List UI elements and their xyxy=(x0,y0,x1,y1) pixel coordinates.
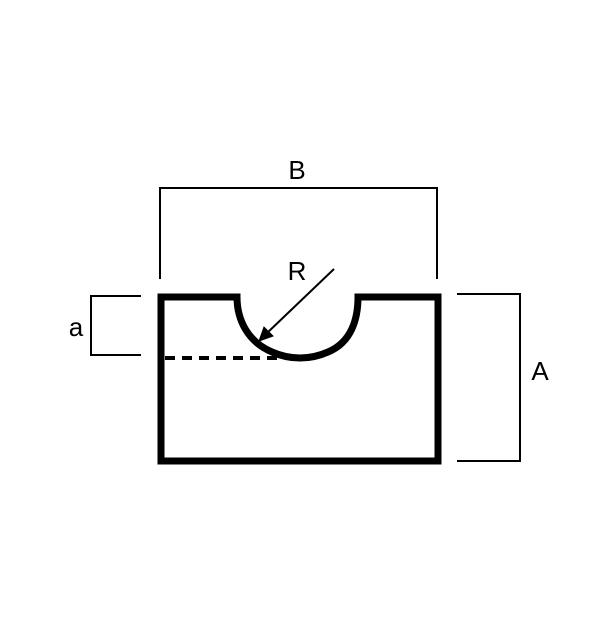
radius-leader-arrow xyxy=(258,268,335,342)
label-b: B xyxy=(288,155,305,185)
dimension-a xyxy=(457,293,521,462)
label-a: A xyxy=(531,356,549,386)
part-outline xyxy=(157,293,442,465)
dimension-b xyxy=(159,187,438,279)
label-r: R xyxy=(288,256,307,286)
dimension-a-notch xyxy=(90,295,141,356)
label-a-notch: a xyxy=(69,312,84,342)
